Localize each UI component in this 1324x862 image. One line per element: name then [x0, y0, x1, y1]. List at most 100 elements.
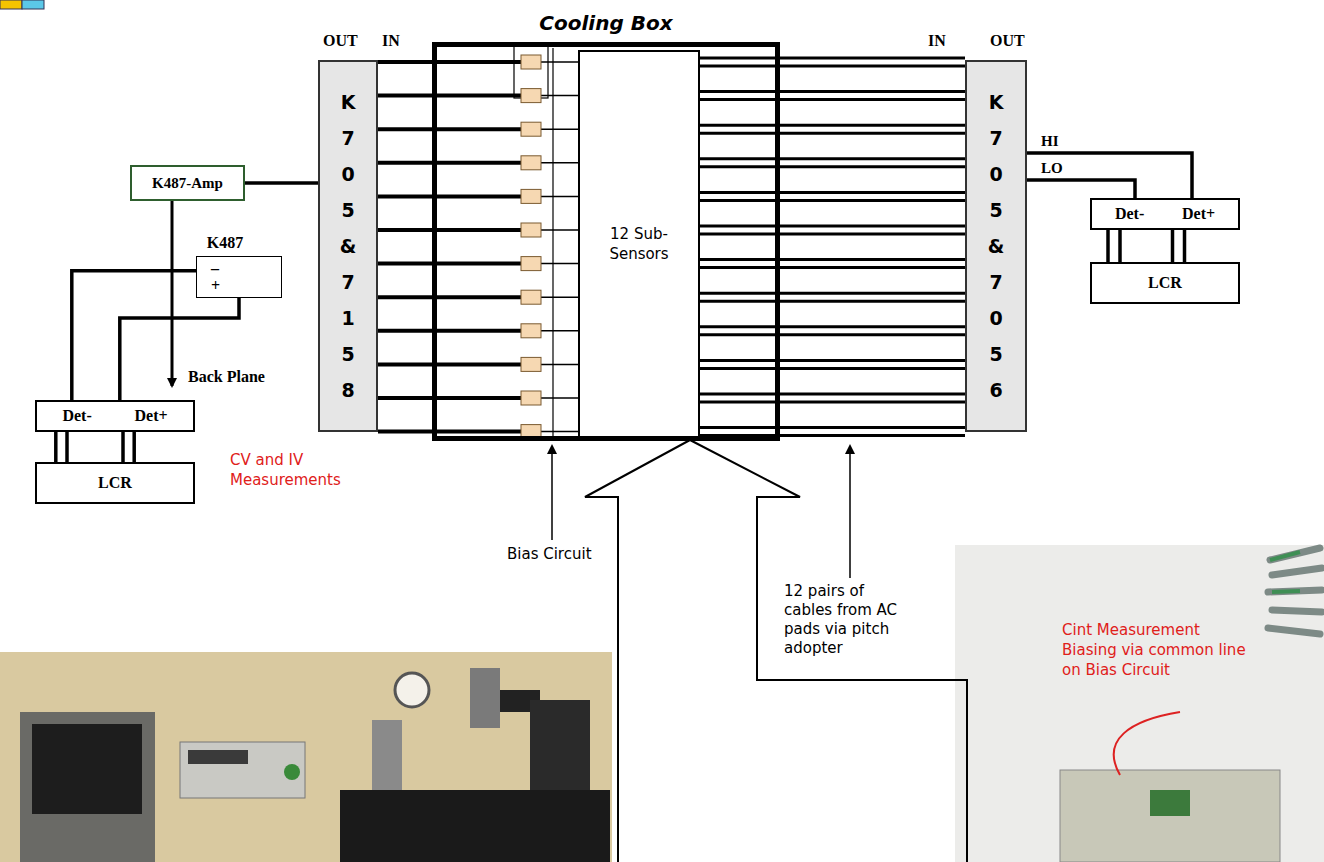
- cable: [700, 225, 965, 228]
- cable: [378, 228, 521, 232]
- cable: [378, 194, 521, 198]
- lcr-meter: LCR: [35, 462, 195, 504]
- switch-matrix: K 7 0 5 & 7 1 5 8: [318, 60, 378, 432]
- detector-terminal: Det- Det+: [35, 400, 195, 432]
- cable-connector: [1118, 230, 1122, 262]
- cable: [378, 161, 521, 165]
- bias-resistor: [521, 89, 541, 103]
- cable: [700, 65, 965, 68]
- probe-card-photo: [955, 545, 1324, 862]
- cable: [700, 333, 965, 336]
- cable-connector: [1183, 230, 1187, 262]
- box-label: +: [211, 277, 281, 294]
- cable: [378, 329, 521, 333]
- wire: [541, 95, 578, 97]
- cable: [378, 262, 521, 266]
- wire: [541, 397, 578, 399]
- cable-connector: [65, 432, 69, 462]
- sensor-box: 12 Sub- Sensors: [578, 50, 700, 438]
- cable-connector: [1027, 180, 1135, 198]
- cable-connector: [132, 432, 136, 462]
- wire: [541, 162, 578, 164]
- box-label: LCR: [1148, 274, 1182, 292]
- box-label: Det+: [134, 407, 167, 425]
- port-label: IN: [382, 32, 400, 50]
- lcr-meter: LCR: [1090, 262, 1240, 304]
- bias-resistor: [521, 391, 541, 405]
- cable-connector: [1027, 153, 1192, 198]
- wire: [541, 330, 578, 332]
- bias-resistor: [521, 189, 541, 203]
- detector-terminal: Det-Det+: [1090, 198, 1240, 230]
- wire: [541, 431, 578, 433]
- cable-connector: [121, 432, 125, 462]
- wire: [541, 229, 578, 231]
- port-label: IN: [928, 32, 946, 50]
- cable: [700, 300, 965, 303]
- cable: [700, 266, 965, 269]
- cable: [700, 233, 965, 236]
- wire: [541, 364, 578, 366]
- box-heading: Cooling Box: [437, 11, 775, 35]
- cable: [378, 396, 521, 400]
- cable: [700, 258, 965, 261]
- leader-line: [849, 446, 851, 578]
- port-label: OUT: [990, 32, 1025, 50]
- cable: [700, 359, 965, 362]
- cable: [700, 199, 965, 202]
- cable: [700, 401, 965, 404]
- cable-connector: [54, 432, 58, 462]
- callout-label: Bias Circuit: [505, 545, 594, 564]
- cable: [700, 325, 965, 328]
- cable-connector: [1106, 230, 1110, 262]
- bias-resistor: [521, 156, 541, 170]
- terminal-label: Back Plane: [188, 368, 265, 386]
- cable: [700, 191, 965, 194]
- cable: [378, 60, 521, 64]
- note-label: Cint Measurement Biasing via common line…: [1062, 620, 1252, 680]
- corner-fragment: [0, 0, 44, 9]
- hollow-arrow: [585, 440, 967, 862]
- bias-resistor: [521, 122, 541, 136]
- leader-line: [551, 446, 553, 540]
- box-label: LCR: [98, 474, 132, 492]
- cable-connector: [72, 271, 196, 400]
- wire: [541, 196, 578, 198]
- wire: [541, 263, 578, 265]
- port-label: OUT: [323, 32, 358, 50]
- bias-resistor: [521, 55, 541, 69]
- signal-label: LO: [1039, 160, 1065, 177]
- box-label: K487-Amp: [152, 175, 223, 192]
- box-label: 12 Sub- Sensors: [584, 224, 694, 264]
- bias-resistor: [521, 357, 541, 371]
- callout-label: 12 pairs of cables from AC pads via pitc…: [782, 582, 914, 658]
- cable-connector: [245, 181, 318, 185]
- cable: [378, 127, 521, 131]
- note-label: CV and IV Measurements: [230, 450, 370, 490]
- cable: [700, 426, 965, 429]
- cable: [700, 292, 965, 295]
- cable: [378, 362, 521, 366]
- bias-resistor: [521, 223, 541, 237]
- cable: [378, 295, 521, 299]
- amplifier-box: K487-Amp: [130, 165, 245, 201]
- cable: [700, 132, 965, 135]
- electrometer-box: K487–+: [196, 256, 282, 298]
- cable: [700, 367, 965, 370]
- box-label: –: [211, 260, 281, 277]
- cable: [700, 98, 965, 101]
- wire: [541, 128, 578, 130]
- signal-label: HI: [1039, 133, 1061, 150]
- cooling-box: Cooling Box12 Sub- Sensors: [432, 42, 780, 441]
- box-label: Det-: [62, 407, 91, 425]
- box-label: K 7 0 5 & 7 1 5 8: [336, 84, 361, 408]
- cable-connector: [1171, 230, 1175, 262]
- wire: [541, 61, 578, 63]
- leader-line: [171, 201, 174, 386]
- cable: [700, 57, 965, 60]
- cable: [700, 157, 965, 160]
- bias-resistor: [521, 324, 541, 338]
- box-label: Det-: [1115, 205, 1144, 223]
- cable: [378, 94, 521, 98]
- cable: [700, 90, 965, 93]
